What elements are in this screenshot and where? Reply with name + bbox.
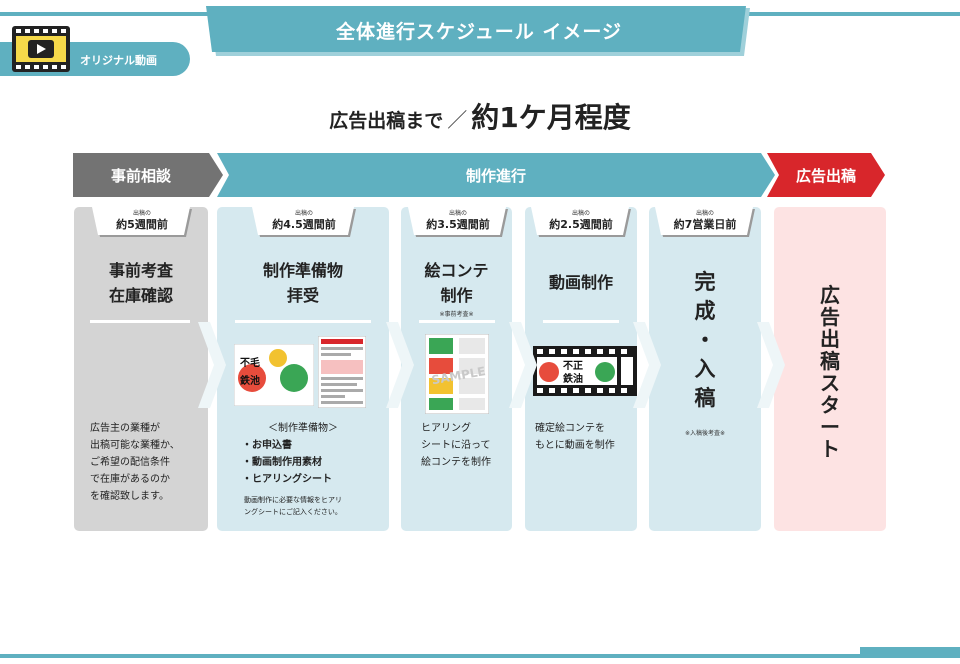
step-5-post-review-note: ※入稿後考査※ (684, 430, 726, 437)
material-item: ・動画制作用素材 (242, 457, 322, 468)
step-2-note: 動画制作に必要な情報をヒアリ ングシートにご記入ください。 (244, 496, 342, 516)
step-2-timing-tag: 出稿の 約4.5週間前 (252, 207, 356, 237)
step-5-timing: 約7営業日前 (673, 218, 737, 231)
tab-label: オリジナル動画 (80, 54, 157, 67)
material-item: ・お申込書 (242, 440, 292, 451)
film-text-2: 鉄油 (563, 372, 583, 385)
material-item: ・ヒアリングシート (242, 474, 332, 485)
duration-heading: 広告出稿まで／約1ケ月程度 (0, 96, 960, 136)
phase-consult: 事前相談 (73, 153, 223, 197)
bottom-accent-line (0, 654, 960, 658)
flow-chevron-icon (386, 322, 414, 408)
step-6-title: 広 告 出 稿 ス タ ー ト (820, 283, 840, 461)
step-3-description: ヒアリング シートに沿って 絵コンテを制作 (421, 423, 491, 468)
step-1-timing: 約5週間前 (116, 218, 168, 231)
ad-poster-image: 不毛 鉄池 (234, 344, 314, 406)
step-card-5 (649, 207, 761, 531)
step-5-timing-tag: 出稿の 約7営業日前 (655, 207, 755, 237)
title-banner: 全体進行スケジュール イメージ (206, 6, 752, 58)
step-1-timing-tag: 出稿の 約5週間前 (92, 207, 192, 237)
materials-heading: ＜制作準備物＞ (268, 423, 338, 434)
step-1-description: 広告主の業種が 出稿可能な業種か、 ご希望の配信条件 で在庫があるのか を確認致… (90, 423, 180, 502)
step-4-description: 確定絵コンテを もとに動画を制作 (535, 423, 615, 451)
step-3-pre-review-note: ※事前考査※ (439, 311, 474, 318)
film-text-1: 不正 (563, 360, 583, 372)
step-2-title: 制作準備物 拝受 (262, 261, 343, 305)
duration-value: 約1ケ月程度 (471, 101, 631, 134)
step-3-timing: 約3.5週間前 (426, 218, 490, 231)
step-4-timing-tag: 出稿の 約2.5週間前 (531, 207, 631, 237)
step-2-divider (235, 320, 371, 323)
step-card-1 (74, 207, 208, 531)
phase-production-label: 制作進行 (465, 167, 526, 185)
step-2-timing: 約4.5週間前 (272, 218, 336, 231)
duration-prefix: 広告出稿まで (329, 110, 444, 132)
flow-chevron-icon (633, 322, 661, 408)
flow-chevron-icon (757, 322, 785, 408)
step-4-title: 動画制作 (548, 273, 613, 292)
step-1-divider (90, 320, 190, 323)
page-title: 全体進行スケジュール イメージ (336, 21, 622, 43)
application-form-image (318, 336, 366, 408)
step-1-title: 事前考査 在庫確認 (108, 261, 173, 305)
poster-text-2: 鉄池 (240, 374, 260, 387)
duration-slash: ／ (447, 108, 468, 132)
video-filmstrip-image: 不正 鉄油 (533, 346, 637, 396)
phase-consult-label: 事前相談 (110, 167, 171, 185)
poster-text-1: 不毛 (240, 356, 260, 369)
step-4-timing: 約2.5週間前 (549, 218, 613, 231)
step-3-divider (419, 320, 495, 323)
film-icon (12, 26, 70, 72)
step-4-divider (543, 320, 619, 323)
materials-list: ・お申込書 ・動画制作用素材 ・ヒアリングシート (242, 437, 382, 488)
bottom-accent-block (860, 647, 960, 654)
step-card-6 (774, 207, 886, 531)
step-3-title: 絵コンテ 制作 (424, 261, 489, 305)
flow-chevron-icon (509, 322, 537, 408)
phase-publish-label: 広告出稿 (795, 167, 856, 185)
step-5-title: 完 成 ・ 入 稿 (694, 270, 716, 410)
flow-chevron-icon (198, 322, 226, 408)
step-3-timing-tag: 出稿の 約3.5週間前 (408, 207, 508, 237)
phase-publish: 広告出稿 (767, 153, 885, 197)
phase-production: 制作進行 (217, 153, 775, 197)
storyboard-image: SAMPLE (425, 334, 489, 414)
